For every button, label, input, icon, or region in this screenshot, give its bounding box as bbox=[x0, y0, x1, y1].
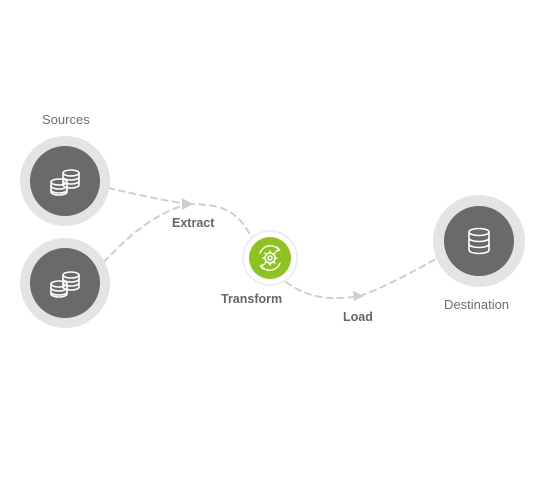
connector-load-to-destination bbox=[359, 257, 439, 297]
transform-node bbox=[244, 232, 296, 284]
destination-node bbox=[433, 195, 525, 287]
connector-source-1-to-extract bbox=[107, 187, 189, 205]
destination-label: Destination bbox=[444, 297, 510, 312]
transform-label: Transform bbox=[221, 292, 283, 306]
connector-extract-to-transform bbox=[187, 203, 253, 239]
connector-transform-to-load bbox=[285, 281, 361, 300]
database-icon bbox=[468, 227, 490, 255]
arrow-head-load bbox=[353, 291, 364, 301]
sources-label: Sources bbox=[42, 112, 90, 127]
extract-label: Extract bbox=[172, 216, 215, 230]
database-stack-icon bbox=[50, 169, 80, 196]
connector-source-2-to-extract bbox=[103, 203, 189, 263]
source-node-1 bbox=[20, 136, 110, 226]
load-label: Load bbox=[343, 310, 373, 324]
gear-refresh-icon bbox=[259, 245, 281, 271]
arrow-head-extract bbox=[182, 198, 193, 210]
source-node-2 bbox=[20, 238, 110, 328]
database-stack-icon bbox=[50, 271, 80, 298]
